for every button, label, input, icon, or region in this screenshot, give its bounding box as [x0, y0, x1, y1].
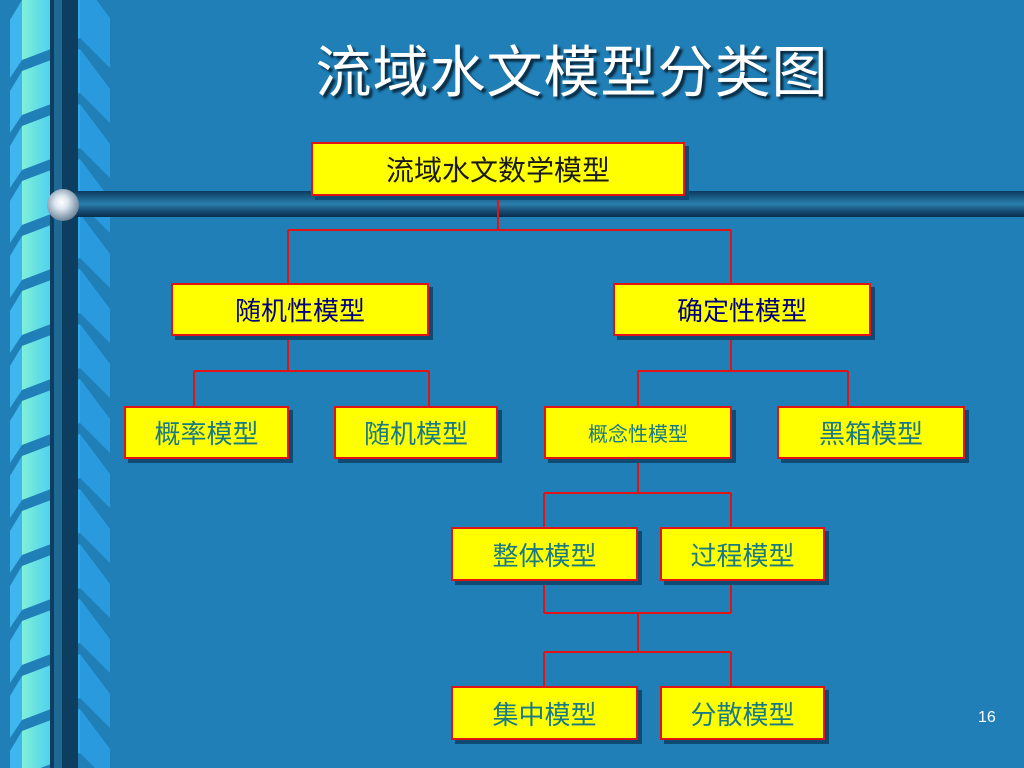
- node-blackbox: 黑箱模型: [777, 406, 965, 459]
- page-number: 16: [978, 709, 996, 726]
- connector-root-split: [287, 195, 732, 283]
- spiral-binding: [10, 0, 110, 768]
- node-root: 流域水文数学模型: [311, 142, 685, 196]
- connector-deterministic-split: [637, 334, 849, 406]
- node-lumped-whole: 整体模型: [451, 527, 638, 581]
- slide-title: 流域水文模型分类图: [315, 41, 829, 106]
- node-process: 过程模型: [660, 527, 825, 581]
- node-random: 随机模型: [334, 406, 498, 459]
- node-deterministic: 确定性模型: [613, 283, 871, 336]
- node-conceptual: 概念性模型: [544, 406, 732, 459]
- node-distributed: 分散模型: [660, 686, 825, 740]
- node-probability: 概率模型: [124, 406, 289, 459]
- node-lumped: 集中模型: [451, 686, 638, 740]
- connector-merge: [543, 581, 732, 652]
- node-stochastic: 随机性模型: [171, 283, 429, 336]
- connector-bottom-split: [543, 651, 732, 686]
- divider-knob: [47, 189, 79, 221]
- connector-stochastic-split: [193, 334, 430, 406]
- connector-conceptual-split: [543, 459, 732, 527]
